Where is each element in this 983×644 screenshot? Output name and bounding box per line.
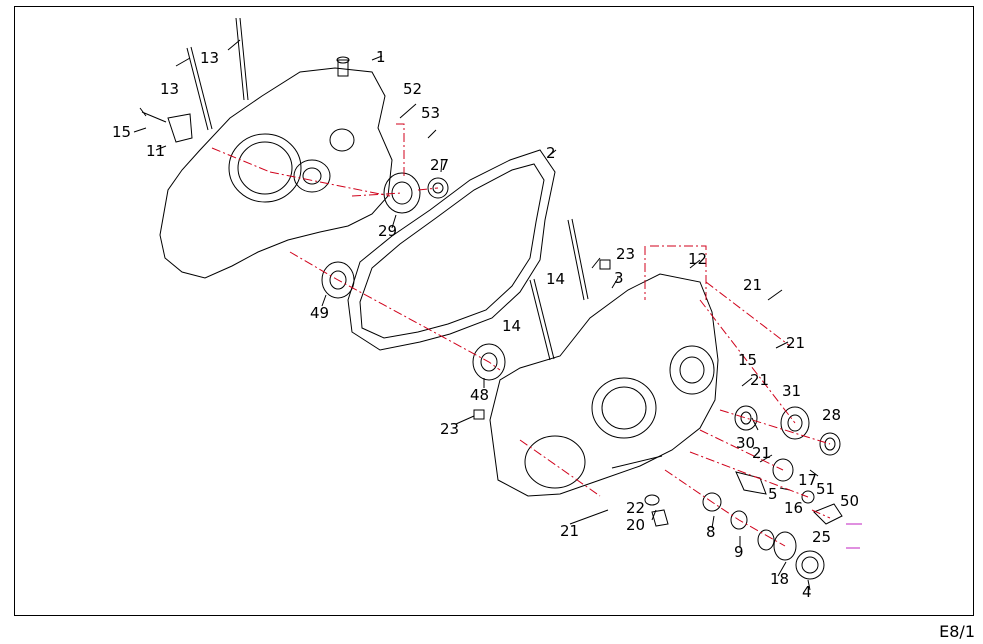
stud-14-a <box>567 218 589 301</box>
callout-50: 50 <box>840 492 859 510</box>
oring-18 <box>773 531 797 561</box>
callout-51: 51 <box>816 480 835 498</box>
callout-53: 53 <box>421 104 440 122</box>
cap-4 <box>795 550 825 580</box>
callout-49: 49 <box>310 304 329 322</box>
stud-13-a <box>235 17 249 101</box>
gasket-2 <box>347 149 556 351</box>
left-case-bore <box>228 133 302 203</box>
page-number: E8/1 <box>939 622 975 641</box>
stud-13-b <box>186 46 213 131</box>
callout-25: 25 <box>812 528 831 546</box>
ring-17 <box>772 458 794 482</box>
callout-29: 29 <box>378 222 397 240</box>
callout-11: 11 <box>146 142 165 160</box>
part-51 <box>801 490 815 504</box>
seal-28 <box>819 432 841 456</box>
dowel-23b <box>473 409 485 420</box>
bearing-29 <box>383 172 421 214</box>
right-crankcase-half <box>489 273 719 497</box>
callout-9: 9 <box>734 543 744 561</box>
callout-18: 18 <box>770 570 789 588</box>
callout-30: 30 <box>736 434 755 452</box>
washer-22 <box>644 494 660 506</box>
left-crankcase-half <box>159 67 393 279</box>
callout-labels: 1 2 3 4 5 8 9 11 12 13 13 14 14 15 15 16… <box>112 48 859 601</box>
callout-21-d: 21 <box>752 444 771 462</box>
callout-14-b: 14 <box>502 317 521 335</box>
bearing-27 <box>427 177 449 199</box>
callout-5: 5 <box>768 485 778 503</box>
callout-13-a: 13 <box>200 49 219 67</box>
seal-9 <box>730 510 748 530</box>
right-case-bore <box>591 377 657 439</box>
callout-17: 17 <box>798 471 817 489</box>
bearing-30 <box>734 405 758 431</box>
callout-20: 20 <box>626 516 645 534</box>
bolt-15a <box>139 107 167 123</box>
plug-20 <box>651 509 669 527</box>
bearing-48 <box>472 343 506 381</box>
fitting-5 <box>735 471 767 495</box>
callout-14-a: 14 <box>546 270 565 288</box>
callout-15-a: 15 <box>112 123 131 141</box>
part-50 <box>813 503 843 525</box>
callout-31: 31 <box>782 382 801 400</box>
callout-27: 27 <box>430 156 449 174</box>
callout-22: 22 <box>626 499 645 517</box>
callout-23-a: 23 <box>616 245 635 263</box>
dowel-23a <box>599 259 611 270</box>
drawing-frame <box>14 6 974 616</box>
callout-1: 1 <box>376 48 386 66</box>
bearing-31 <box>780 406 810 440</box>
callout-21-c: 21 <box>750 371 769 389</box>
callout-8: 8 <box>706 523 716 541</box>
callout-23-b: 23 <box>440 420 459 438</box>
callout-3: 3 <box>614 269 624 287</box>
callout-21-e: 21 <box>560 522 579 540</box>
callout-4: 4 <box>802 583 812 601</box>
stud-14-b <box>529 278 555 361</box>
callout-52: 52 <box>403 80 422 98</box>
callout-15-b: 15 <box>738 351 757 369</box>
callout-16: 16 <box>784 499 803 517</box>
callout-21-b: 21 <box>786 334 805 352</box>
callout-13-b: 13 <box>160 80 179 98</box>
callout-48: 48 <box>470 386 489 404</box>
callout-21-a: 21 <box>743 276 762 294</box>
bearing-49 <box>321 261 355 299</box>
callout-2: 2 <box>546 144 556 162</box>
bracket-11 <box>167 113 193 143</box>
callout-28: 28 <box>822 406 841 424</box>
callout-12: 12 <box>688 250 707 268</box>
seal-8 <box>702 492 722 512</box>
